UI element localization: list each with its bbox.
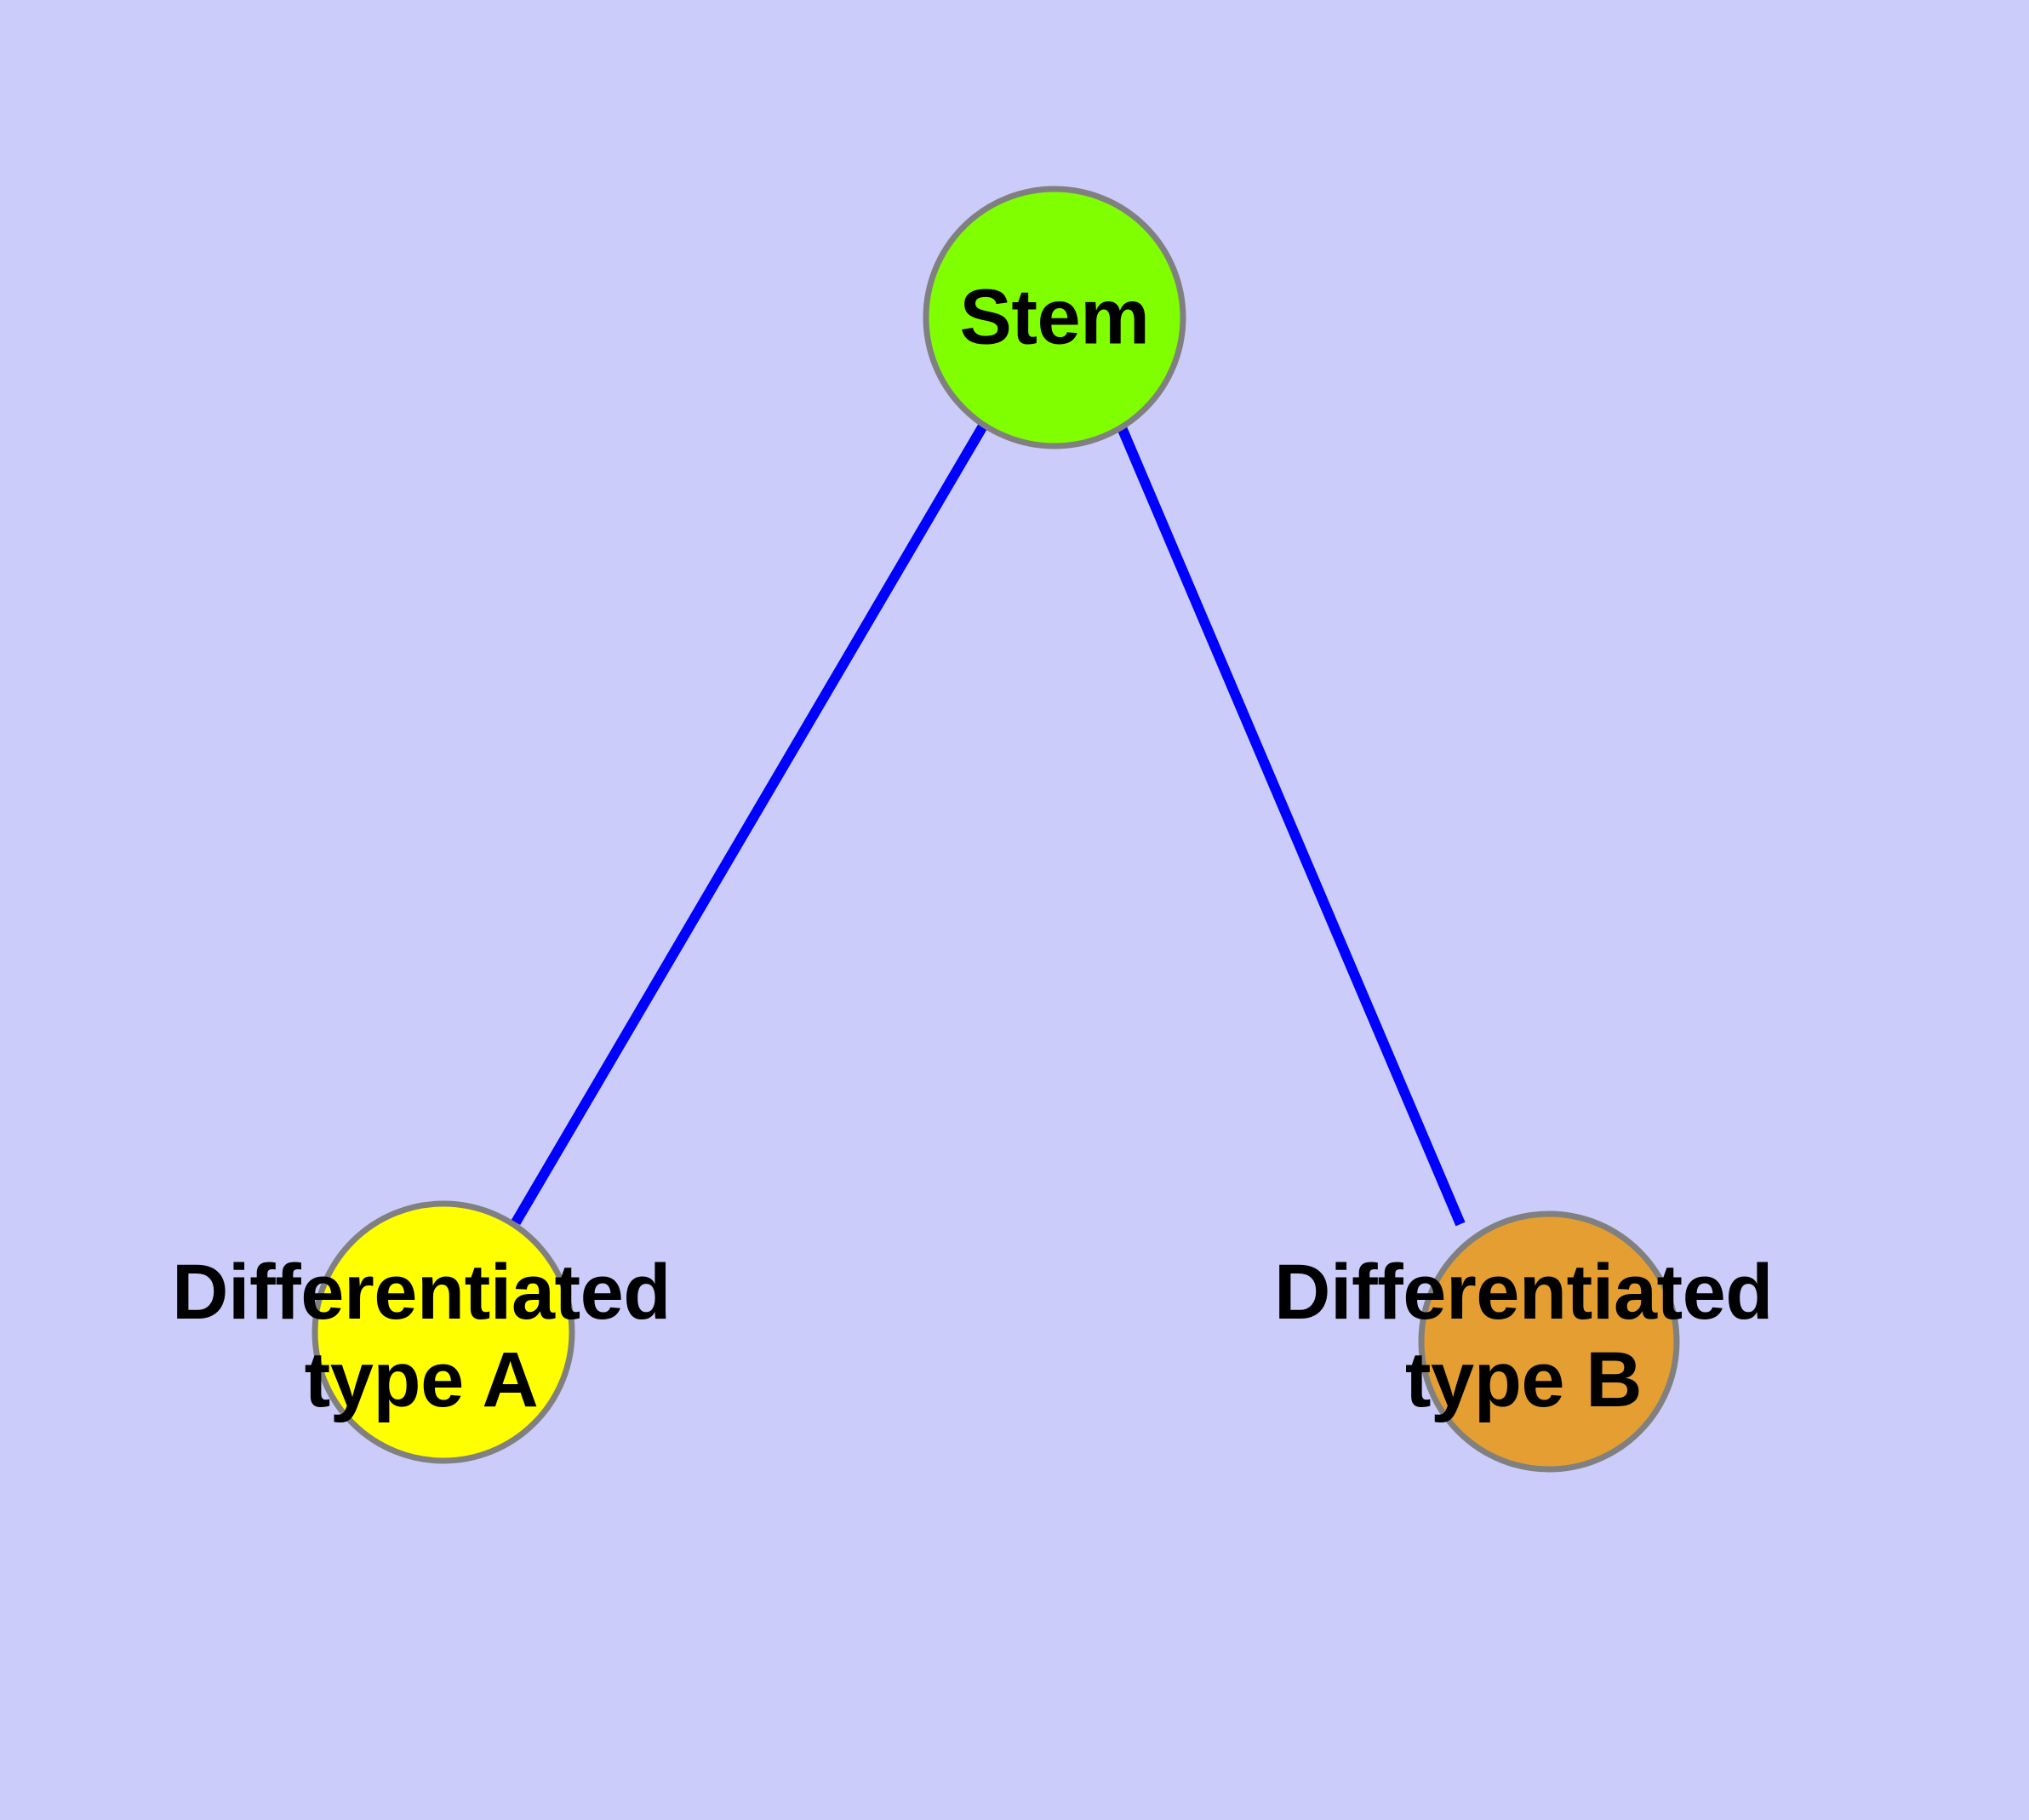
node-stem[interactable] [923, 186, 1186, 449]
edge-stem-to-diff-a[interactable] [511, 420, 990, 1226]
nodes-group [311, 186, 1680, 1473]
node-diff-b[interactable] [1418, 1210, 1680, 1473]
edges-group [511, 420, 1466, 1227]
edge-stem-to-diff-b[interactable] [1116, 423, 1466, 1227]
node-diff-a[interactable] [311, 1200, 575, 1464]
